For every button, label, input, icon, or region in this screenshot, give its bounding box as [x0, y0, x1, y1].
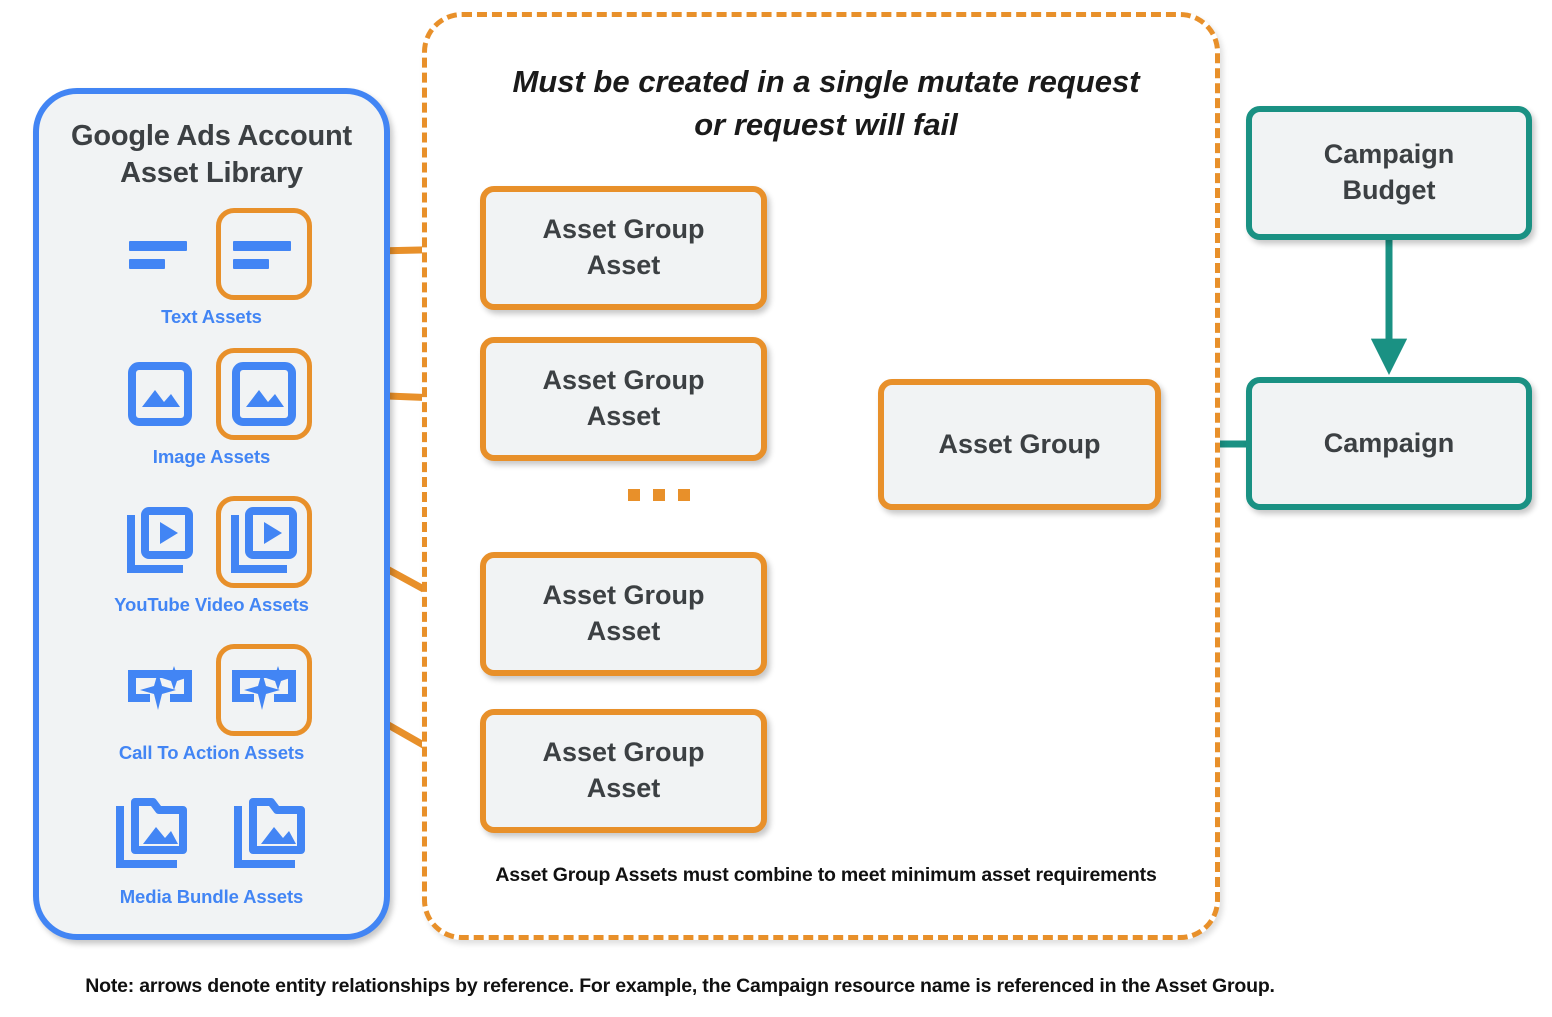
asset-group-asset-label-line1: Asset Group: [542, 214, 705, 245]
call-to-action-sparkle-icon-selected[interactable]: [215, 644, 312, 736]
asset-group-box[interactable]: Asset Group: [878, 379, 1161, 510]
mutate-request-title-line1: Must be created in a single mutate reque…: [512, 64, 1140, 99]
campaign-label: Campaign: [1323, 427, 1455, 458]
video-stack-icon-glyph: [126, 507, 193, 573]
asset-group-asset-label: Asset Group Asset: [542, 363, 704, 434]
asset-group-asset-label-line2: Asset: [586, 401, 661, 431]
asset-group-asset-ellipsis: [628, 489, 690, 501]
asset-row-text[interactable]: Text Assets: [39, 206, 384, 328]
video-stack-icon: [112, 496, 208, 588]
asset-label-text: Text Assets: [161, 306, 262, 327]
cta-sparkle-icon-glyph: [231, 666, 296, 710]
image-icon-glyph: [231, 362, 296, 426]
campaign-budget-label: Campaign Budget: [1324, 137, 1455, 208]
ellipsis-dot: [678, 489, 690, 501]
asset-icons-image: [39, 346, 384, 442]
asset-group-asset-label: Asset Group Asset: [542, 578, 704, 649]
asset-group-asset-label-line1: Asset Group: [542, 365, 705, 396]
media-bundle-folder-icon-2: [223, 788, 319, 880]
image-icon: [112, 348, 208, 440]
text-lines-icon-glyph: [232, 241, 291, 269]
asset-label-video: YouTube Video Assets: [114, 594, 309, 615]
image-icon-selected[interactable]: [215, 348, 312, 440]
asset-label-cta: Call To Action Assets: [118, 742, 305, 763]
asset-group-asset-label: Asset Group Asset: [542, 212, 704, 283]
asset-label-media-bundle: Media Bundle Assets: [119, 886, 304, 907]
campaign-budget-label-line2: Budget: [1342, 175, 1436, 205]
asset-icons-text: [39, 206, 384, 302]
asset-group-asset-label: Asset Group Asset: [542, 735, 704, 806]
asset-row-cta[interactable]: Call To Action Assets: [39, 642, 384, 764]
asset-group-asset-box-3[interactable]: Asset Group Asset: [480, 552, 767, 676]
asset-group-asset-label-line1: Asset Group: [542, 737, 705, 768]
asset-library-panel: Google Ads Account Asset Library: [33, 88, 390, 940]
diagram-note: Note: arrows denote entity relationships…: [85, 975, 1275, 997]
asset-group-asset-label-line2: Asset: [586, 250, 661, 280]
asset-icons-cta: [39, 642, 384, 738]
asset-icons-video: [39, 494, 384, 590]
asset-group-asset-box-1[interactable]: Asset Group Asset: [480, 186, 767, 310]
text-lines-icon-selected[interactable]: [215, 208, 312, 300]
campaign-budget-label-line1: Campaign: [1323, 139, 1455, 170]
asset-icons-media-bundle: [39, 786, 384, 882]
mutate-request-title-line2: or request will fail: [694, 106, 958, 142]
image-icon-glyph: [127, 362, 192, 426]
text-lines-icon: [112, 208, 208, 300]
asset-group-asset-label-line2: Asset: [586, 616, 661, 646]
cta-sparkle-icon-glyph: [127, 666, 192, 710]
asset-group-asset-box-4[interactable]: Asset Group Asset: [480, 709, 767, 833]
video-stack-icon-glyph: [230, 507, 297, 573]
text-lines-icon-glyph: [128, 241, 187, 269]
asset-row-video[interactable]: YouTube Video Assets: [39, 494, 384, 616]
asset-row-media-bundle[interactable]: Media Bundle Assets: [39, 786, 384, 908]
campaign-budget-box[interactable]: Campaign Budget: [1246, 106, 1532, 240]
ellipsis-dot: [653, 489, 665, 501]
asset-row-image[interactable]: Image Assets: [39, 346, 384, 468]
asset-library-title-line2: Asset Library: [120, 157, 303, 190]
asset-group-asset-label-line2: Asset: [586, 773, 661, 803]
media-bundle-folder-icon-glyph: [233, 798, 305, 868]
video-stack-icon-selected[interactable]: [215, 496, 312, 588]
asset-library-title: Google Ads Account Asset Library: [39, 118, 384, 192]
ellipsis-dot: [628, 489, 640, 501]
mutate-request-title: Must be created in a single mutate reque…: [457, 61, 1195, 147]
campaign-box[interactable]: Campaign: [1246, 377, 1532, 510]
call-to-action-sparkle-icon: [112, 644, 208, 736]
minimum-asset-requirements-note: Asset Group Assets must combine to meet …: [495, 864, 1157, 886]
media-bundle-folder-icon: [105, 788, 201, 880]
asset-library-title-line1: Google Ads Account: [70, 120, 353, 152]
asset-group-asset-box-2[interactable]: Asset Group Asset: [480, 337, 767, 461]
asset-group-asset-label-line1: Asset Group: [542, 580, 705, 611]
asset-group-label: Asset Group: [938, 428, 1101, 459]
asset-label-image: Image Assets: [152, 446, 271, 467]
media-bundle-folder-icon-glyph: [115, 798, 187, 868]
